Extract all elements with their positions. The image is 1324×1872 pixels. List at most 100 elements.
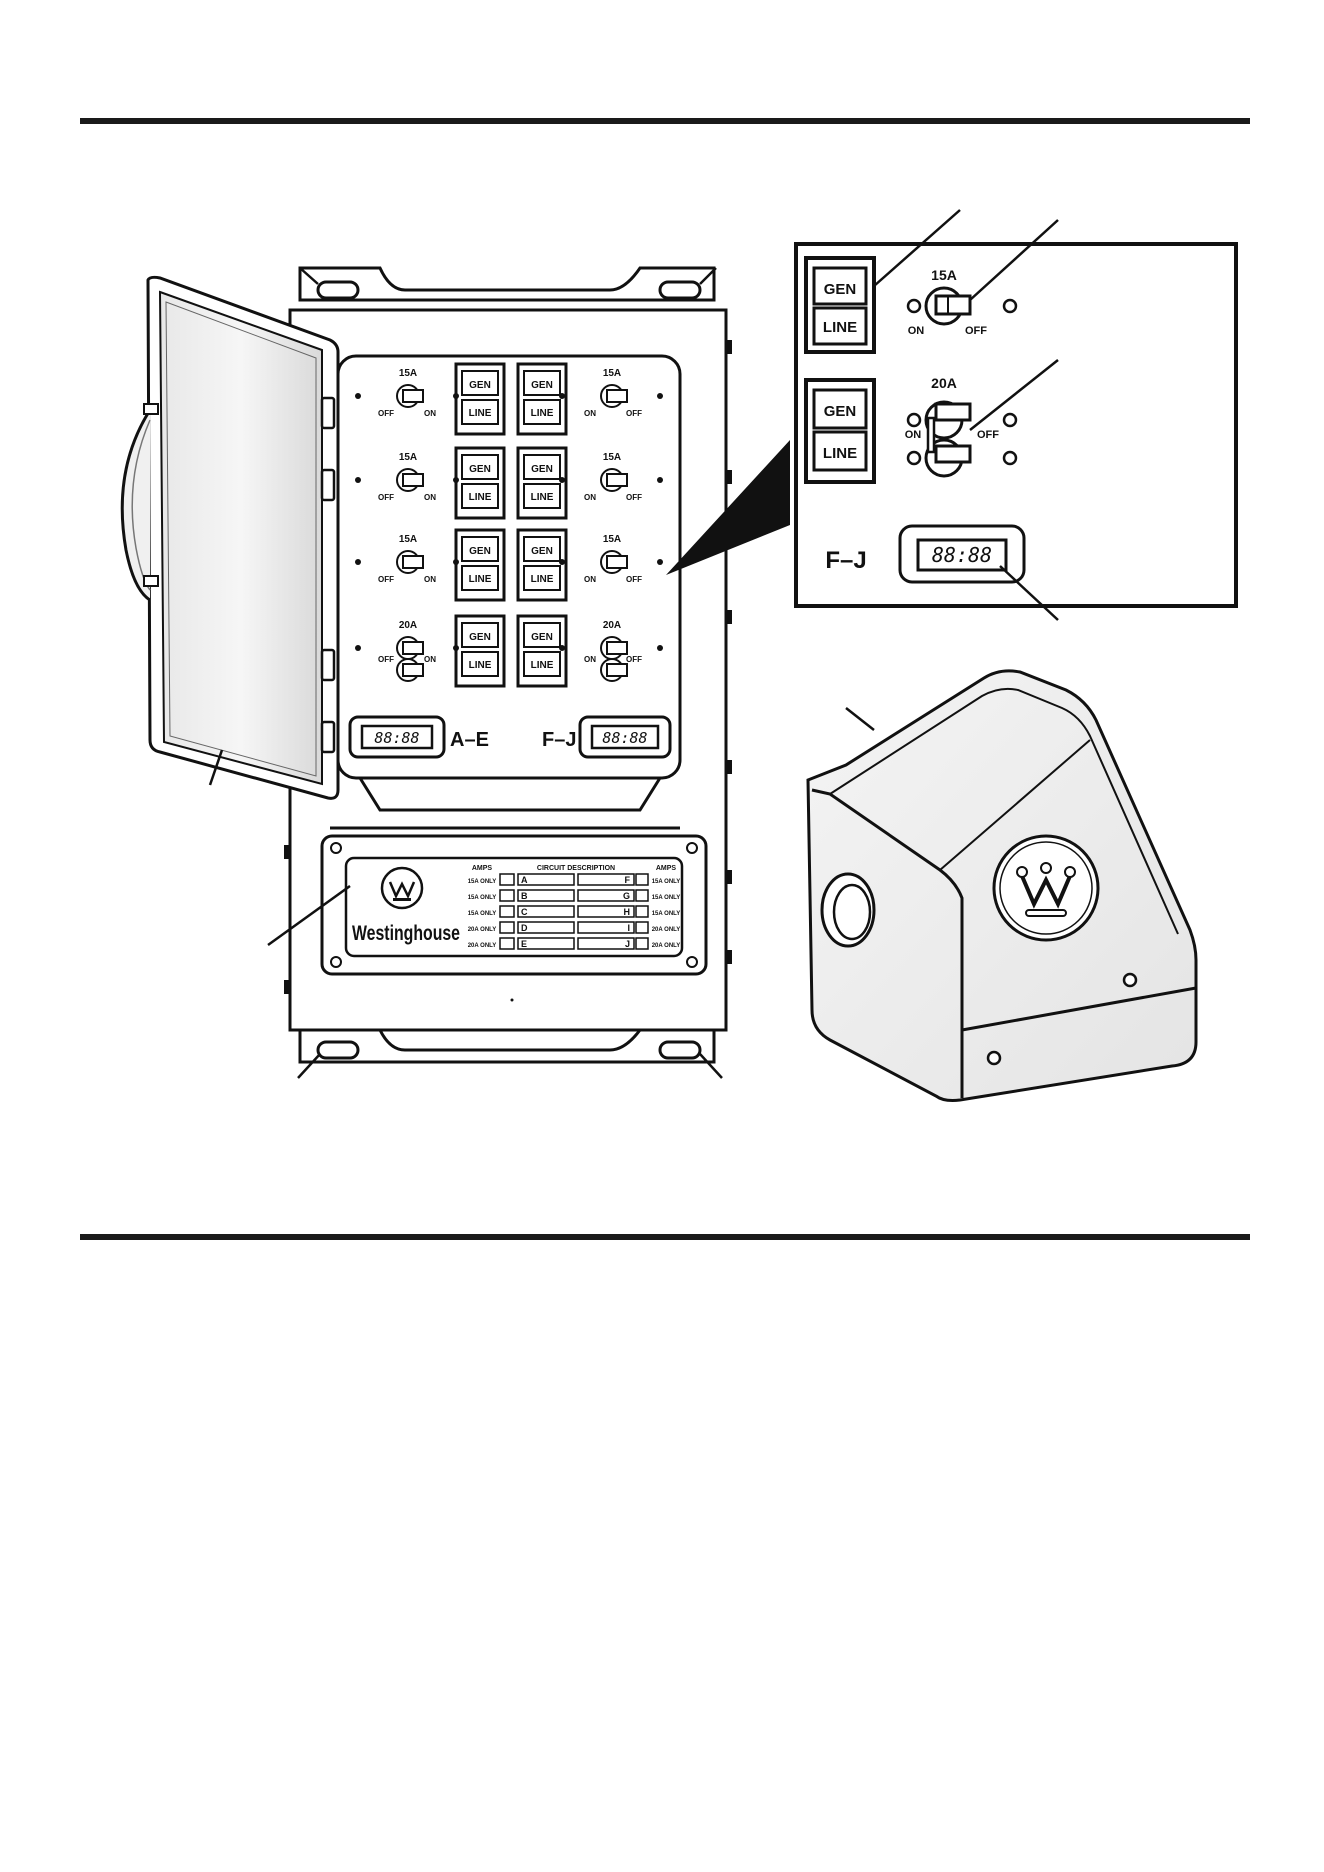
detail-off-label-15: OFF [965, 325, 987, 337]
plate-right-amps: 15A ONLY [652, 911, 681, 917]
main-enclosure: GEN LINE GEN LINE 15A OFF ON 15A OFF ON GEN LINE GEN… [284, 266, 732, 1064]
circuit-description-header: CIRCUIT DESCRIPTION [537, 865, 615, 872]
plate-left-amps: 15A ONLY [468, 895, 497, 901]
right-breaker-amp-label: 20A [603, 620, 621, 631]
detail-line-label-2: LINE [823, 445, 857, 462]
plate-left-amps: 15A ONLY [468, 879, 497, 885]
right-breaker-on-label: ON [584, 493, 596, 502]
detail-off-label-20: OFF [977, 429, 999, 441]
plate-right-letter: J [625, 939, 630, 949]
brand-name: Westinghouse [352, 922, 460, 945]
breaker-panel [336, 354, 682, 780]
detail-breaker-20a-toggle-bottom [934, 444, 972, 464]
power-inlet-box [806, 669, 1198, 1102]
plate-right-letter: F [625, 875, 631, 885]
detail-meter-label: F–J [825, 547, 866, 574]
inlet-box-westinghouse-logo-icon [992, 834, 1100, 942]
right-breaker-off-label: OFF [626, 493, 642, 502]
meter-label-a-e: A–E [450, 729, 489, 751]
mounting-slot-top-right [658, 280, 702, 300]
plate-left-letter: B [521, 891, 528, 901]
gen-label: GEN [531, 546, 553, 557]
left-breaker-off-label: OFF [378, 655, 394, 664]
gen-label: GEN [531, 632, 553, 643]
detail-inset: GEN LINE GEN LINE 15A ON OFF 20A ON OFF [794, 242, 1238, 608]
left-breaker-on-label: ON [424, 575, 436, 584]
right-breaker-on-label: ON [584, 409, 596, 418]
plate-right-amps: 20A ONLY [652, 927, 681, 933]
right-breaker-toggle [606, 555, 628, 569]
line-label: LINE [469, 408, 492, 419]
right-breaker-off-label: OFF [626, 655, 642, 664]
left-breaker-toggle [402, 641, 424, 655]
mounting-slot-top-left [316, 280, 360, 300]
amps-right-header: AMPS [656, 865, 677, 872]
amps-left-header: AMPS [472, 865, 493, 872]
plate-right-letter: H [624, 907, 631, 917]
left-breaker-on-label: ON [424, 409, 436, 418]
plate-right-amps: 15A ONLY [652, 879, 681, 885]
line-label: LINE [469, 492, 492, 503]
right-breaker-off-label: OFF [626, 575, 642, 584]
gen-label: GEN [469, 546, 491, 557]
plate-right-amps: 20A ONLY [652, 943, 681, 949]
detail-line-label-1: LINE [823, 319, 857, 336]
right-breaker-toggle [606, 389, 628, 403]
plate-left-letter: A [521, 875, 528, 885]
mounting-slot-bottom-right [658, 1040, 702, 1060]
detail-meter-digits: 88:88 [932, 543, 992, 567]
gen-label: GEN [531, 380, 553, 391]
left-breaker-toggle [402, 389, 424, 403]
top-rule [80, 118, 1250, 124]
detail-on-label-20: ON [905, 429, 922, 441]
gen-label: GEN [469, 464, 491, 475]
left-breaker-on-label: ON [424, 655, 436, 664]
detail-amp-15: 15A [931, 267, 957, 283]
westinghouse-logo-icon [380, 866, 424, 910]
plate-right-amps: 15A ONLY [652, 895, 681, 901]
right-breaker-amp-label: 15A [603, 368, 621, 379]
plate-left-letter: E [521, 939, 527, 949]
right-breaker-toggle [606, 473, 628, 487]
right-breaker-toggle [606, 641, 628, 655]
left-breaker-toggle [402, 555, 424, 569]
detail-gen-label-1: GEN [824, 281, 857, 298]
gen-label: GEN [469, 380, 491, 391]
line-label: LINE [531, 574, 554, 585]
hour-meter-a-e-digits: 88:88 [374, 729, 419, 747]
gen-label: GEN [469, 632, 491, 643]
line-label: LINE [531, 492, 554, 503]
meter-label-f-j: F–J [542, 729, 576, 751]
right-breaker-on-label: ON [584, 655, 596, 664]
left-breaker-off-label: OFF [378, 575, 394, 584]
left-breaker-amp-label: 15A [399, 452, 417, 463]
detail-amp-20: 20A [931, 375, 957, 391]
bottom-rule [80, 1234, 1250, 1240]
line-label: LINE [531, 660, 554, 671]
plate-left-amps: 20A ONLY [468, 943, 497, 949]
detail-on-label-15: ON [908, 325, 925, 337]
right-breaker-on-label: ON [584, 575, 596, 584]
detail-breaker-20a-toggle-top [934, 402, 972, 422]
right-breaker-amp-label: 15A [603, 534, 621, 545]
plate-left-letter: C [521, 907, 528, 917]
gen-label: GEN [531, 464, 553, 475]
hour-meter-f-j-digits: 88:88 [602, 729, 647, 747]
plate-right-letter: G [623, 891, 630, 901]
plate-left-letter: D [521, 923, 528, 933]
left-breaker-amp-label: 20A [399, 620, 417, 631]
line-label: LINE [531, 408, 554, 419]
plate-left-amps: 20A ONLY [468, 927, 497, 933]
plate-left-amps: 15A ONLY [468, 911, 497, 917]
left-breaker-off-label: OFF [378, 493, 394, 502]
detail-gen-label-2: GEN [824, 403, 857, 420]
left-breaker-toggle [402, 473, 424, 487]
enclosure-door [120, 275, 340, 800]
plate-right-letter: I [627, 923, 630, 933]
mounting-slot-bottom-left [316, 1040, 360, 1060]
right-breaker-amp-label: 15A [603, 452, 621, 463]
left-breaker-off-label: OFF [378, 409, 394, 418]
line-label: LINE [469, 660, 492, 671]
left-breaker-amp-label: 15A [399, 368, 417, 379]
